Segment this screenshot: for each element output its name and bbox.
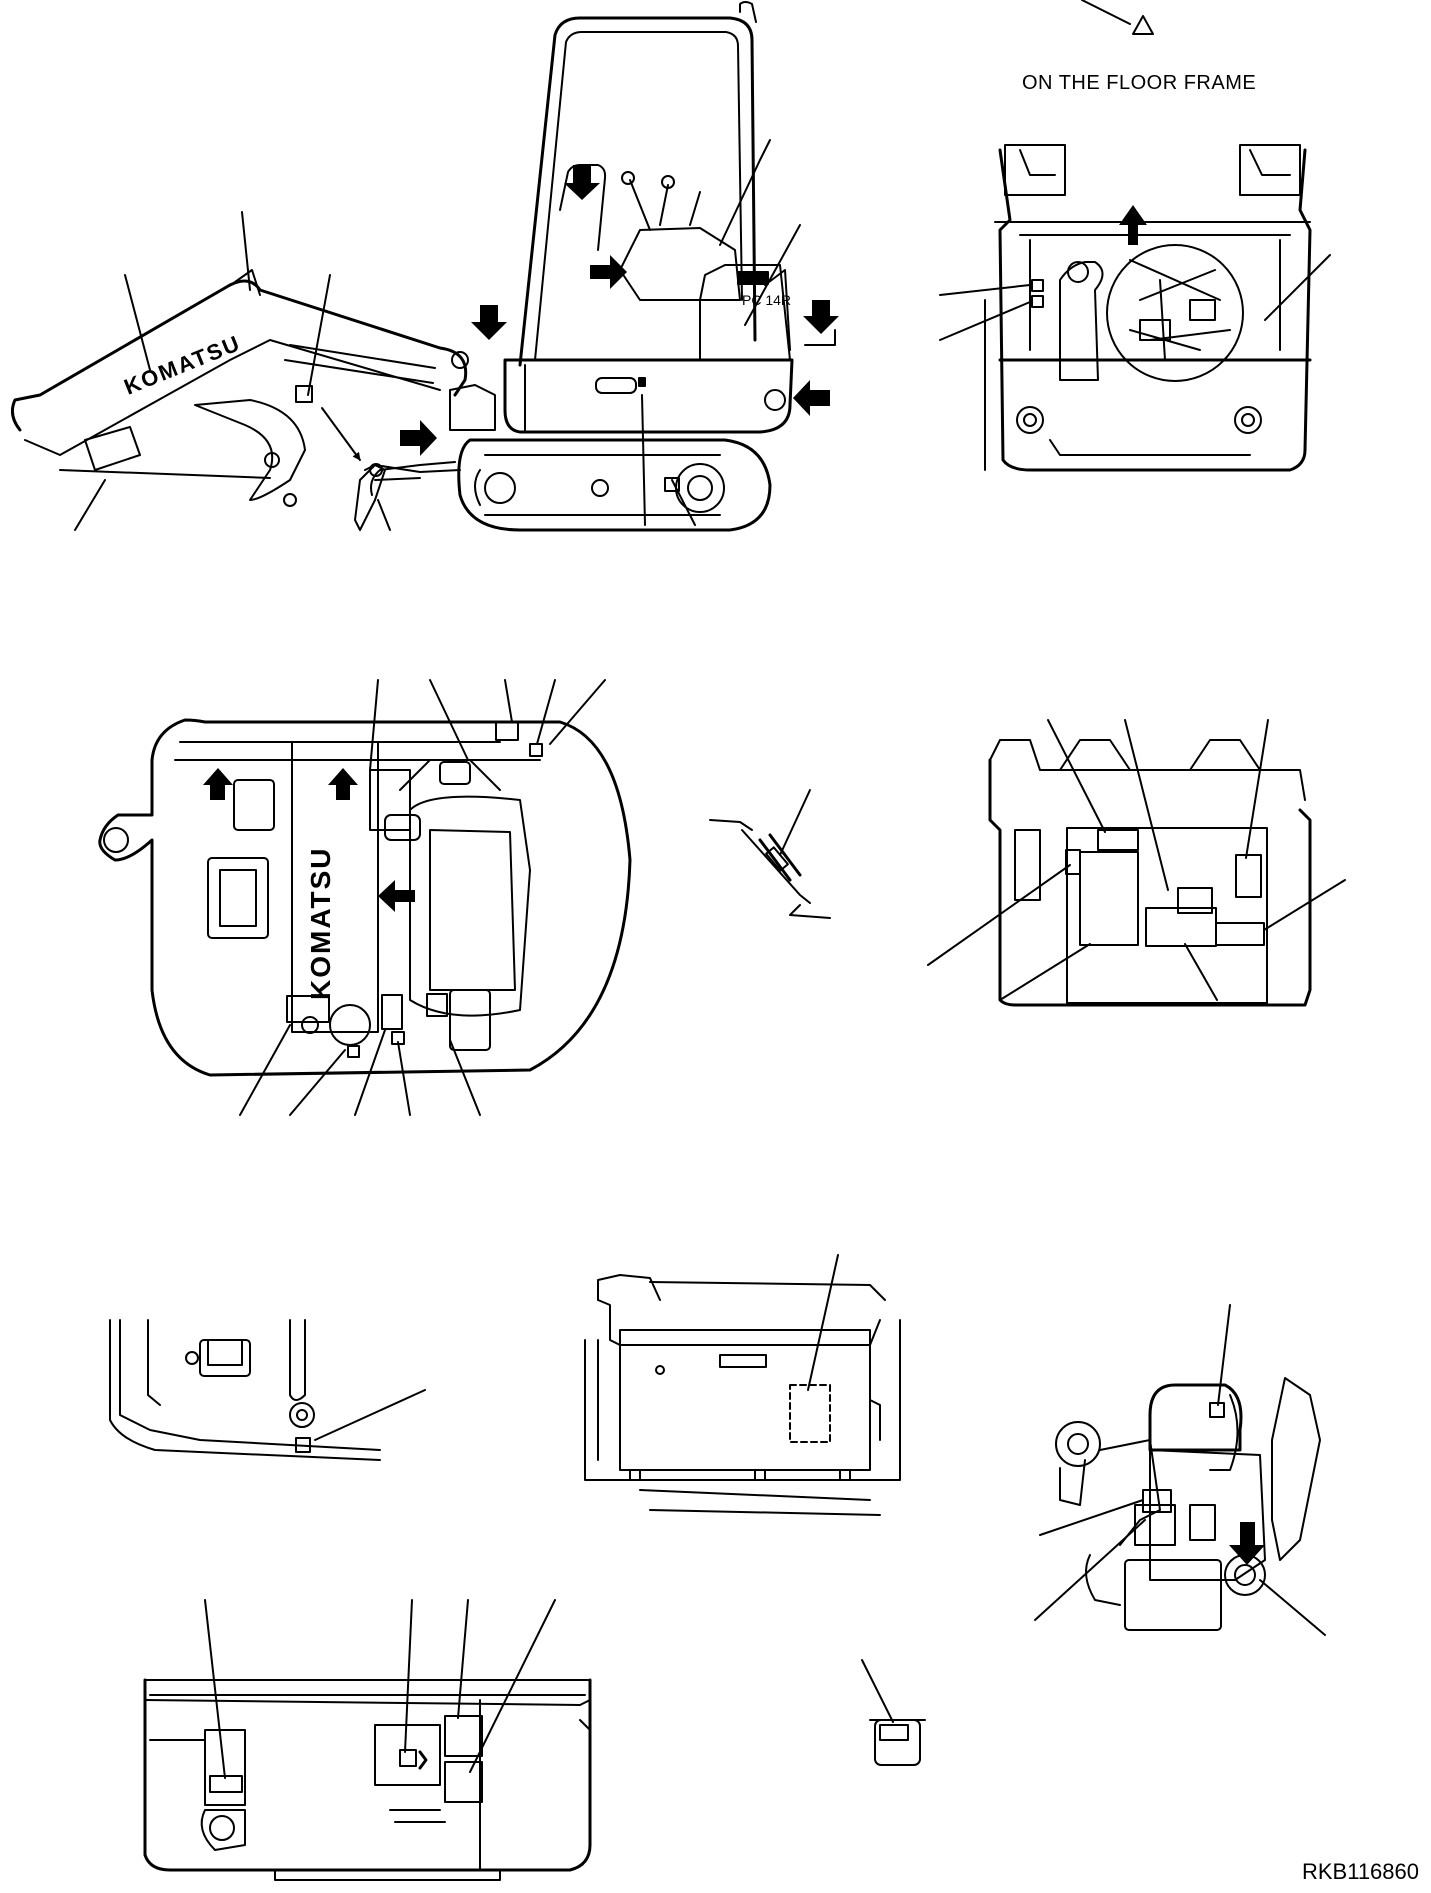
top-view: KOMATSU (100, 680, 630, 1115)
front-bottom-view (145, 1600, 590, 1880)
front-view (940, 145, 1330, 470)
gas-spring-detail (710, 790, 830, 918)
floor-frame-pointer (1082, 0, 1153, 34)
drawing-number: RKB116860 (1301, 1859, 1419, 1884)
side-view: PC 14R KOMATSU (12, 2, 839, 530)
floor-panel-view (928, 720, 1345, 1005)
floor-frame-label: ON THE FLOOR FRAME (1022, 72, 1257, 94)
engine-view (1035, 1305, 1325, 1635)
boom-brand-text: KOMATSU (121, 330, 245, 399)
engine-hood-brand-text: KOMATSU (305, 847, 336, 1000)
small-box-detail (862, 1660, 925, 1765)
tank-panel-view (585, 1255, 900, 1515)
rear-corner-detail (110, 1320, 425, 1460)
model-badge: PC 14R (742, 292, 791, 308)
